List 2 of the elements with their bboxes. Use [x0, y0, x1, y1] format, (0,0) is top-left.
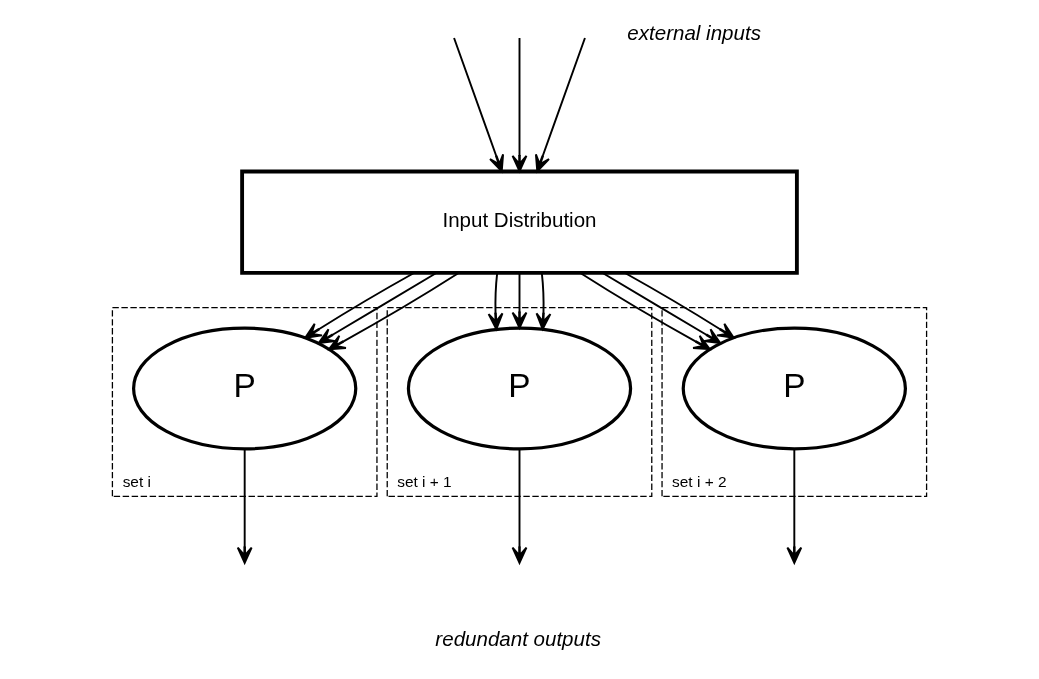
label: external inputs — [627, 21, 761, 45]
label: redundant outputs — [435, 626, 601, 650]
